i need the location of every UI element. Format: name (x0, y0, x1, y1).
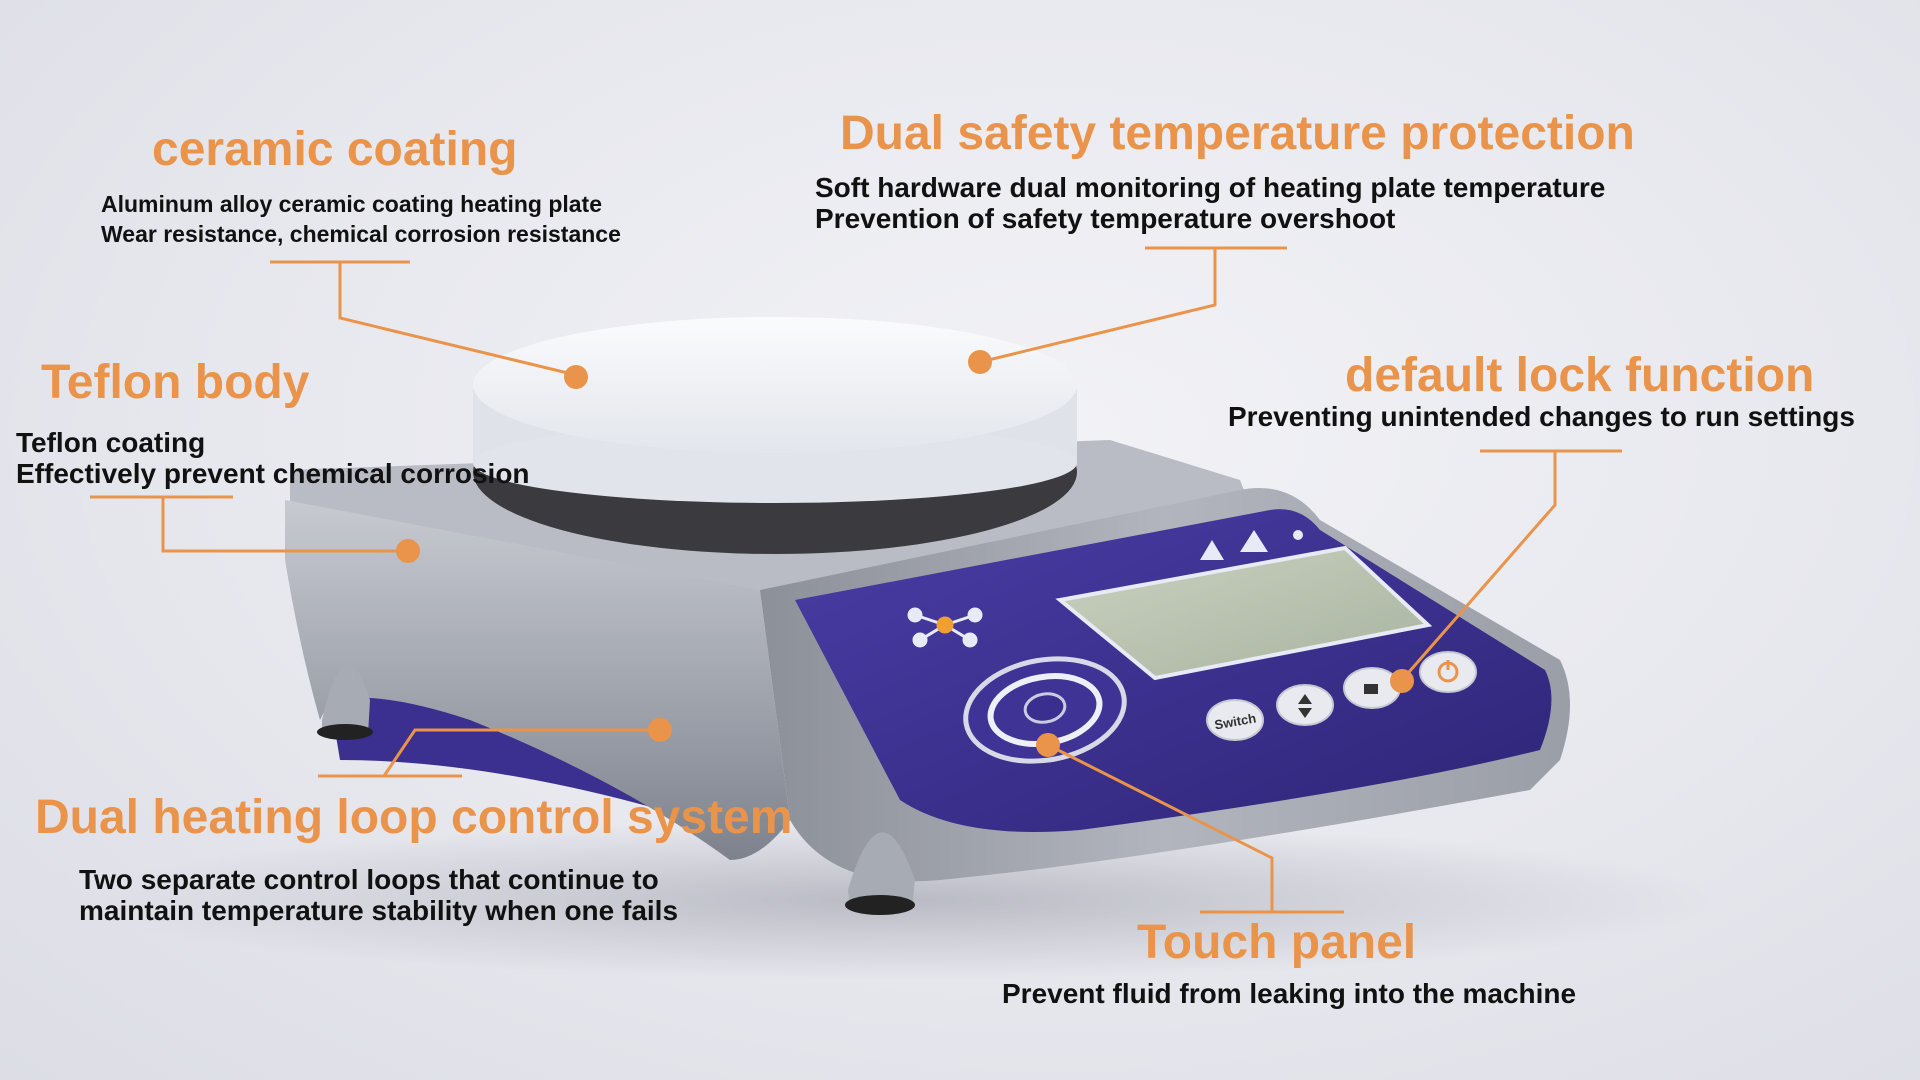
front-left-foot (317, 664, 373, 740)
touch-leader-line (1047, 743, 1274, 912)
warning-triangle-icon (1240, 530, 1268, 552)
dual-safety-leader-line (979, 248, 1217, 364)
lock-button[interactable] (1343, 667, 1401, 709)
lock-title: default lock function (1345, 349, 1815, 402)
brand-logo-icon (907, 607, 983, 648)
switch-button[interactable]: Switch (1206, 699, 1264, 741)
ceramic-description: Aluminum alloy ceramic coating heating p… (101, 190, 621, 250)
dual-heating-line-2: maintain temperature stability when one … (79, 894, 679, 926)
ceramic-title: ceramic coating (152, 123, 518, 176)
teflon-dot (396, 539, 420, 563)
dual-heating-line-1: Two separate control loops that continue… (79, 864, 659, 895)
dual-safety-dot (968, 350, 992, 374)
dual-safety-description: Soft hardware dual monitoring of heating… (815, 172, 1606, 235)
touch-line-1: Prevent fluid from leaking into the mach… (1002, 978, 1577, 1009)
dual-safety-line-2: Prevention of safety temperature oversho… (815, 202, 1396, 234)
ceramic-line-1: Aluminum alloy ceramic coating heating p… (101, 191, 603, 217)
dual-heating-leader-line (382, 728, 660, 777)
dual-heating-description: Two separate control loops that continue… (79, 864, 679, 927)
teflon-title: Teflon body (41, 356, 310, 409)
dual-safety-title: Dual safety temperature protection (840, 107, 1635, 160)
dual-safety-line-1: Soft hardware dual monitoring of heating… (815, 172, 1606, 203)
lock-line-1: Preventing unintended changes to run set… (1228, 401, 1855, 432)
lock-dot (1390, 669, 1414, 693)
heating-plate-top (473, 317, 1077, 453)
lcd-display (1055, 545, 1433, 681)
touch-description: Prevent fluid from leaking into the mach… (1002, 978, 1577, 1010)
warning-triangle-icon (1200, 540, 1224, 560)
lock-description: Preventing unintended changes to run set… (1228, 401, 1855, 433)
callout-dots (396, 350, 1414, 757)
ceramic-dot (564, 365, 588, 389)
up-down-button[interactable] (1276, 684, 1334, 726)
teflon-description: Teflon coating Effectively prevent chemi… (16, 427, 530, 490)
teflon-line-2: Effectively prevent chemical corrosion (16, 457, 530, 489)
indicator-led (1293, 530, 1303, 540)
leader-lines (90, 246, 1622, 914)
rotary-knob[interactable] (958, 647, 1133, 773)
switch-button-label: Switch (1213, 710, 1257, 732)
ceramic-line-2: Wear resistance, chemical corrosion resi… (101, 220, 621, 247)
touch-dot (1036, 733, 1060, 757)
lock-leader-line (1400, 451, 1557, 681)
body-front (285, 500, 790, 860)
dual-heating-dot (648, 718, 672, 742)
dual-heating-title: Dual heating loop control system (35, 791, 793, 844)
front-right-foot (845, 832, 915, 915)
teflon-line-1: Teflon coating (16, 427, 206, 458)
teflon-leader-line (161, 497, 408, 553)
power-button[interactable] (1419, 651, 1477, 693)
ceramic-leader-line (338, 262, 577, 377)
touch-title: Touch panel (1137, 916, 1417, 969)
